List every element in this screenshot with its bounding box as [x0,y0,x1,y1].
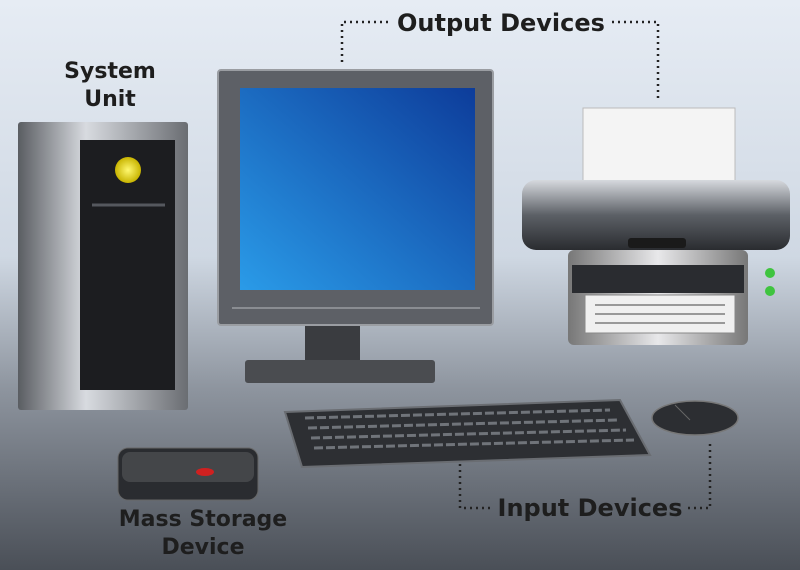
input-devices-label: Input Devices [497,494,683,522]
system-unit-label-line2: Unit [84,87,136,112]
printer [522,107,790,345]
mass-storage-label: Mass Storage Device [98,506,308,562]
power-light-icon [115,157,141,183]
mass-storage-drive [117,447,259,501]
printer-led-icon [765,268,775,278]
input-leader-lines [458,440,712,510]
mass-storage-label-line1: Mass Storage [118,507,288,532]
printer-led-icon [765,286,775,296]
system-unit-label: System Unit [40,58,180,114]
monitor-screen [240,88,475,290]
system-unit-tower [18,122,188,410]
mouse [651,400,739,436]
output-devices-label: Output Devices [397,9,605,37]
keyboard [283,398,652,469]
monitor [217,69,494,383]
mass-storage-label-line2: Device [161,535,245,560]
output-leader-lines [340,20,660,100]
system-unit-label-line1: System [64,59,156,84]
drive-light-icon [196,468,214,476]
